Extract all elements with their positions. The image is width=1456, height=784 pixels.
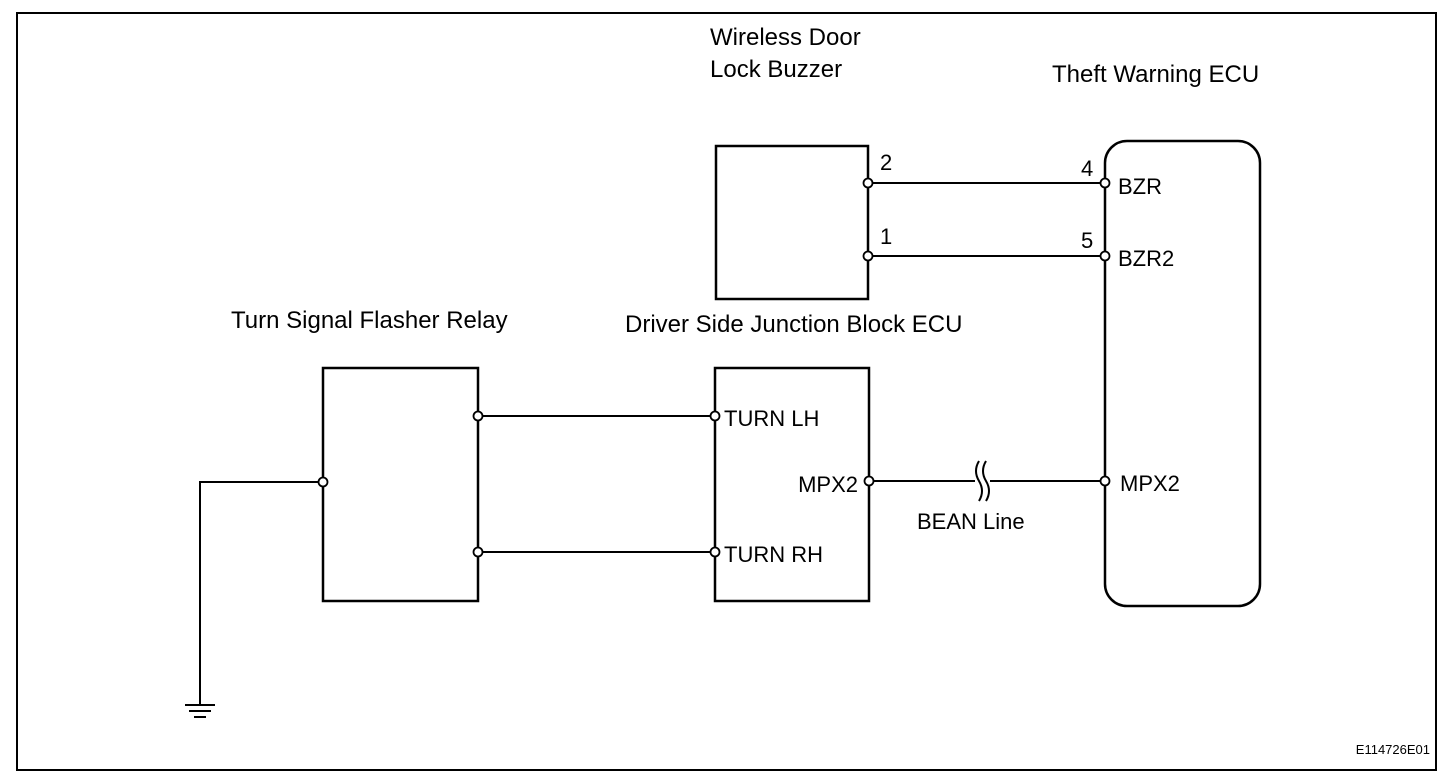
terminal-ecu-mpx2 — [1099, 475, 1111, 487]
flasher-relay-label: Turn Signal Flasher Relay — [231, 307, 508, 334]
jb-mpx2-label: MPX2 — [798, 472, 858, 497]
bean-line-break-mark — [975, 460, 983, 502]
terminal-flasher-ground — [317, 476, 329, 488]
figure-id: E114726E01 — [1356, 742, 1430, 757]
theft-warning-ecu-box — [1103, 139, 1262, 608]
bean-line-label: BEAN Line — [917, 509, 1025, 534]
diagram-frame — [16, 12, 1437, 771]
bean-line-break-mark-2 — [982, 460, 990, 502]
wire-ground — [199, 481, 323, 704]
buzzer-label-line2: Lock Buzzer — [710, 56, 842, 83]
theft-warning-ecu-label: Theft Warning ECU — [1052, 61, 1259, 88]
terminal-jb-mpx2 — [863, 475, 875, 487]
ecu-pin-4-label: 4 — [1081, 156, 1093, 181]
ecu-mpx2-label: MPX2 — [1120, 471, 1180, 496]
terminal-flasher-rh — [472, 546, 484, 558]
terminal-jb-turn-lh — [709, 410, 721, 422]
terminal-flasher-lh — [472, 410, 484, 422]
jb-turn-rh-label: TURN RH — [724, 542, 823, 567]
terminal-ecu-bzr — [1099, 177, 1111, 189]
terminal-jb-turn-rh — [709, 546, 721, 558]
ecu-bzr-label: BZR — [1118, 174, 1162, 199]
buzzer-pin-2-label: 2 — [880, 150, 892, 175]
jb-turn-lh-label: TURN LH — [724, 406, 819, 431]
terminal-buzzer-1 — [862, 250, 874, 262]
ecu-bzr2-label: BZR2 — [1118, 246, 1174, 271]
terminal-ecu-bzr2 — [1099, 250, 1111, 262]
buzzer-pin-1-label: 1 — [880, 224, 892, 249]
junction-block-label: Driver Side Junction Block ECU — [625, 311, 962, 338]
buzzer-box — [714, 144, 870, 301]
buzzer-label-line1: Wireless Door — [710, 24, 861, 51]
terminal-buzzer-2 — [862, 177, 874, 189]
ground-icon — [185, 704, 215, 718]
flasher-relay-box — [321, 366, 480, 603]
junction-block-box — [713, 366, 871, 603]
ecu-pin-5-label: 5 — [1081, 228, 1093, 253]
